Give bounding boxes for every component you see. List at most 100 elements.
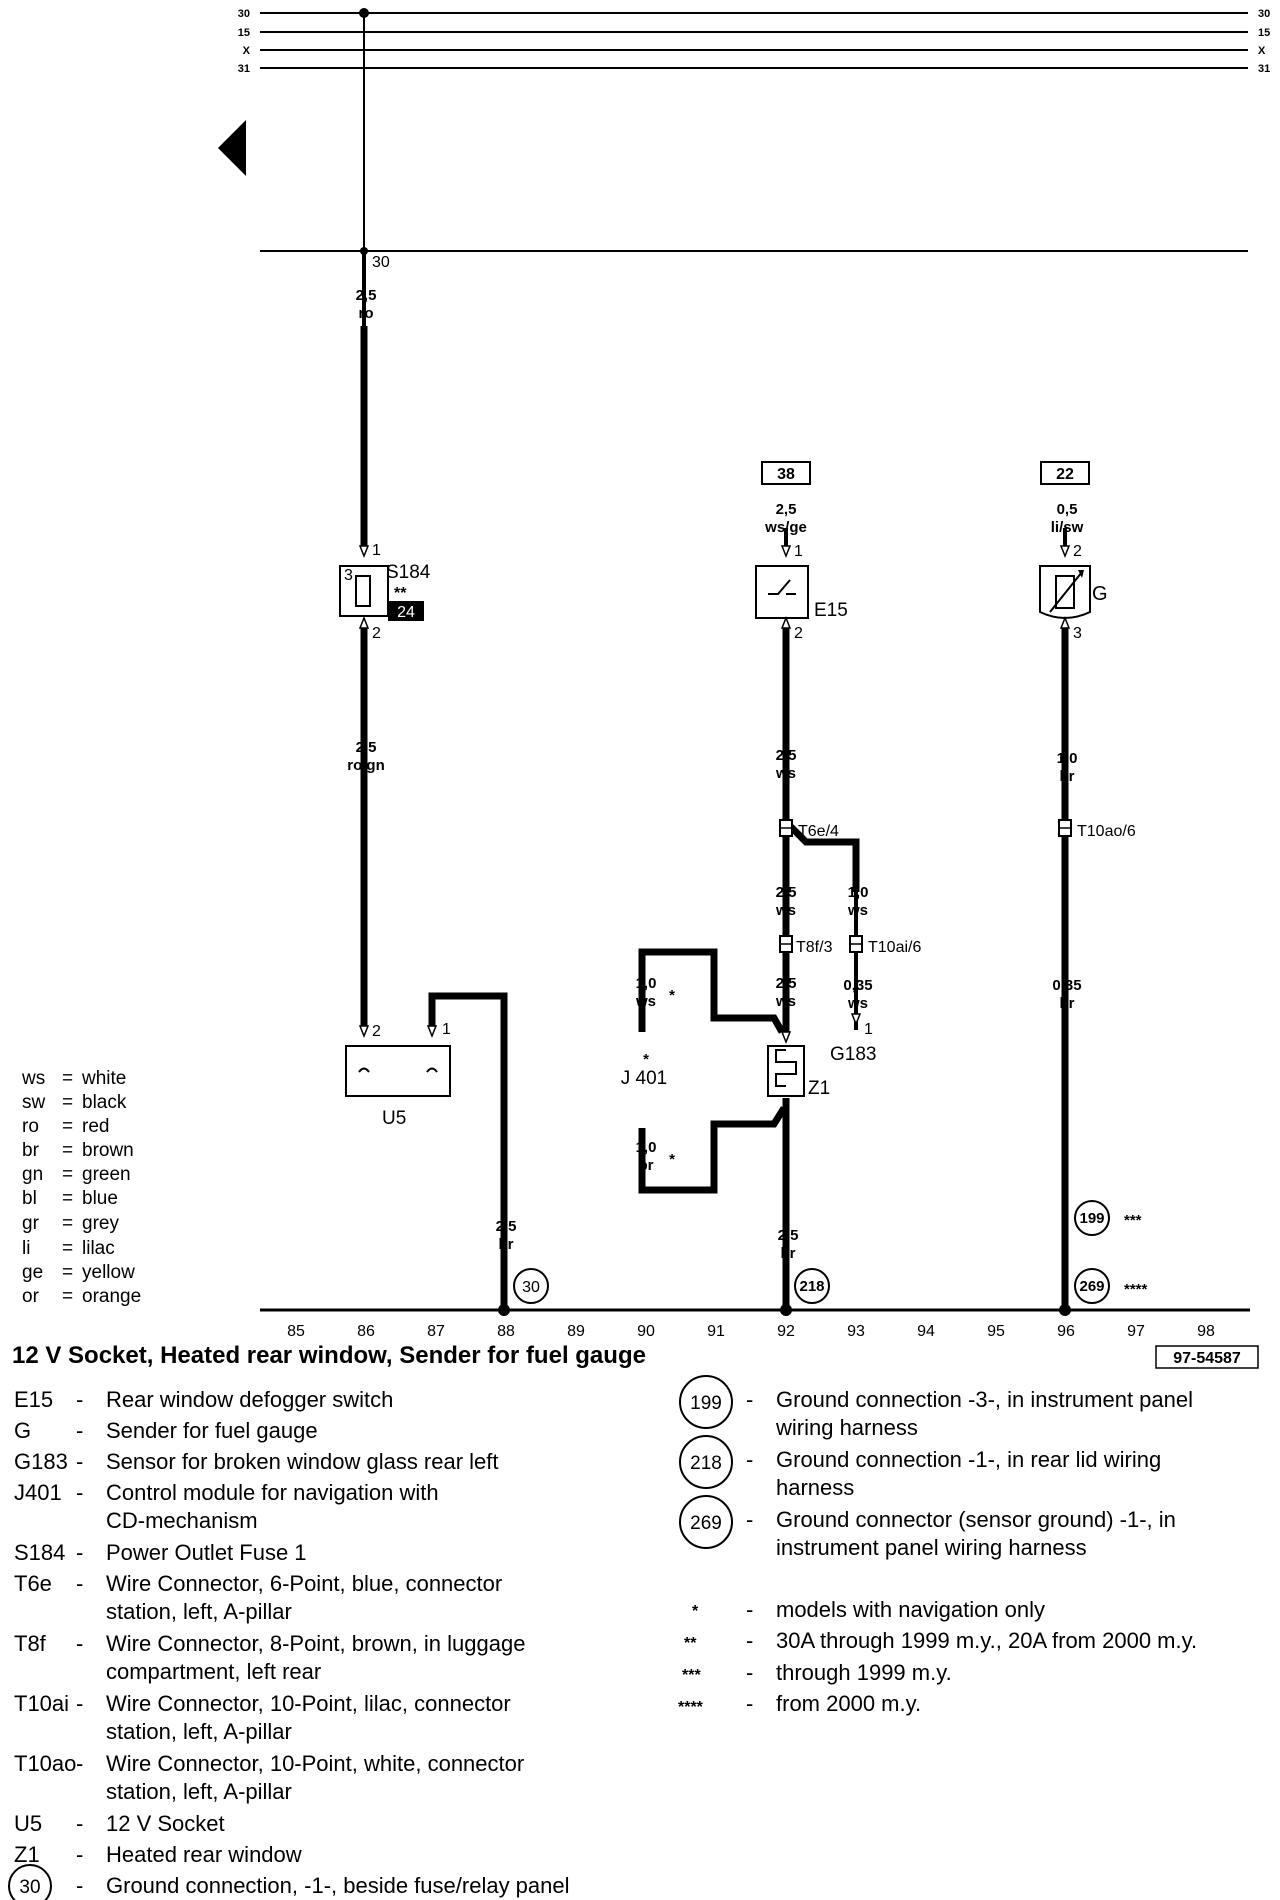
switch-e15: 38 1 2 E15 — [755, 461, 848, 642]
socket-u5-pin-left: 2 — [372, 1023, 381, 1040]
ground-node — [498, 1304, 510, 1316]
thick-wires — [360, 326, 1069, 1310]
module-j401-mark: * — [643, 1051, 649, 1068]
bus-labels-right: 30 15 X 31 — [1258, 8, 1270, 75]
fuse-s184-element — [355, 575, 371, 607]
legend-name: black — [82, 1092, 127, 1113]
wire-size-e15-out: 2,5 — [776, 747, 797, 764]
legend-code: or — [22, 1286, 40, 1307]
wire-color-g-in: li/sw — [1051, 519, 1084, 536]
continuation-arrow-icon — [218, 120, 246, 176]
socket-contact-icon — [426, 1067, 438, 1073]
component-desc: CD-mechanism — [106, 1508, 258, 1533]
bus-label-left-15: 15 — [238, 27, 250, 39]
wire-color-e15-out: ws — [775, 765, 796, 782]
bus-bars — [260, 12, 1250, 1312]
wire-size-z1-ground: 2,5 — [778, 1227, 799, 1244]
legend-eq: = — [62, 1116, 73, 1137]
component-dash: - — [76, 1540, 83, 1565]
track-number: 98 — [1197, 1323, 1215, 1340]
note-text: from 2000 m.y. — [776, 1691, 921, 1716]
ground-218-legend-icon — [679, 1435, 733, 1489]
ground-list: 199 - Ground connection -3-, in instrume… — [679, 1375, 1193, 1560]
pin-arrow-icon — [426, 1025, 438, 1039]
note-mark: * — [692, 1603, 699, 1620]
component-code: G183 — [14, 1449, 68, 1474]
ground-269-mark: **** — [1124, 1281, 1148, 1298]
wire-size-g183: 0,35 — [843, 977, 872, 994]
switch-e15-label: E15 — [814, 600, 848, 621]
component-dash: - — [76, 1842, 83, 1867]
wire-color-j401-top: ws — [635, 993, 656, 1010]
track-number: 85 — [287, 1323, 305, 1340]
ground-list-code: 218 — [690, 1453, 722, 1474]
component-code: 30 — [19, 1877, 40, 1898]
bus-label-right-15: 15 — [1258, 27, 1270, 39]
component-code: S184 — [14, 1540, 65, 1565]
pin-arrow-icon — [780, 615, 792, 629]
bus-label-right-x: X — [1258, 45, 1266, 57]
component-desc: Wire Connector, 10-Point, white, connect… — [106, 1751, 524, 1776]
component-desc: Wire Connector, 6-Point, blue, connector — [106, 1571, 502, 1596]
legend-eq: = — [62, 1286, 73, 1307]
track-number: 89 — [567, 1323, 585, 1340]
component-dash: - — [76, 1691, 83, 1716]
ref-g: 22 — [1056, 466, 1074, 483]
module-j401-label: J 401 — [621, 1068, 667, 1089]
note-mark: *** — [682, 1667, 701, 1684]
legend-name: orange — [82, 1286, 141, 1307]
component-dash: - — [76, 1449, 83, 1474]
legend-code: sw — [22, 1092, 46, 1113]
legend-eq: = — [62, 1262, 73, 1283]
connector-t10ai6-label: T10ai/6 — [868, 939, 921, 956]
ref-e15: 38 — [777, 466, 795, 483]
heating-element-icon — [775, 1049, 797, 1087]
component-code: U5 — [14, 1811, 42, 1836]
component-desc: Sensor for broken window glass rear left — [106, 1449, 499, 1474]
legend-eq: = — [62, 1213, 73, 1234]
wire-j401-bottom — [638, 1106, 787, 1194]
legend-code: bl — [22, 1188, 37, 1209]
fuse-s184-pin-side: 3 — [344, 567, 353, 584]
ground-30-legend-icon — [8, 1864, 52, 1900]
ground-list-desc: harness — [776, 1475, 854, 1500]
component-code: T8f — [14, 1631, 47, 1656]
legend-code: li — [22, 1238, 30, 1259]
wire-color-g-ground: br — [1060, 995, 1075, 1012]
wire-j401-top — [638, 948, 786, 1034]
track-number: 97 — [1127, 1323, 1145, 1340]
pin-arrow-icon — [850, 1013, 862, 1027]
wire-size-j401-top: 1,0 — [636, 975, 657, 992]
pin-arrow-icon — [780, 545, 792, 559]
note-dash: - — [746, 1597, 753, 1622]
component-desc: Rear window defogger switch — [106, 1387, 393, 1412]
wire-size-j401-bottom: 1,0 — [636, 1139, 657, 1156]
sender-g-pin-bottom: 3 — [1073, 625, 1082, 642]
wire-color-s184-in: ro — [359, 305, 374, 322]
legend-name: lilac — [82, 1238, 115, 1259]
doc-number: 97-54587 — [1173, 1350, 1241, 1367]
ground-30-icon — [513, 1268, 549, 1304]
ground-269-icon — [1074, 1268, 1110, 1304]
component-desc: Sender for fuel gauge — [106, 1418, 318, 1443]
legend-eq: = — [62, 1140, 73, 1161]
legend-name: grey — [82, 1213, 119, 1234]
bus-label-right-31: 31 — [1258, 63, 1270, 75]
component-dash: - — [76, 1873, 83, 1898]
switch-contact-icon — [768, 579, 796, 595]
ground-list-code: 199 — [690, 1393, 722, 1414]
wire-size-t6e-branch: 1,0 — [848, 884, 869, 901]
wire-color-z1-in: ws — [775, 993, 796, 1010]
bus-labels-left: 30 15 X 31 — [238, 8, 251, 75]
legend-eq: = — [62, 1188, 73, 1209]
wire-mark-j401-top: * — [669, 987, 675, 1004]
legend-code: br — [22, 1140, 40, 1161]
ground-269-num: 269 — [1079, 1278, 1104, 1295]
connectors: T6e/4 T8f/3 T10ai/6 T10ao/6 — [779, 819, 1136, 956]
wire-size-g-in: 0,5 — [1057, 501, 1078, 518]
wire-size-z1-in: 2,5 — [776, 975, 797, 992]
component-code: G — [14, 1418, 31, 1443]
thin-wires — [362, 251, 1067, 1030]
socket-contact-icon — [358, 1067, 370, 1073]
